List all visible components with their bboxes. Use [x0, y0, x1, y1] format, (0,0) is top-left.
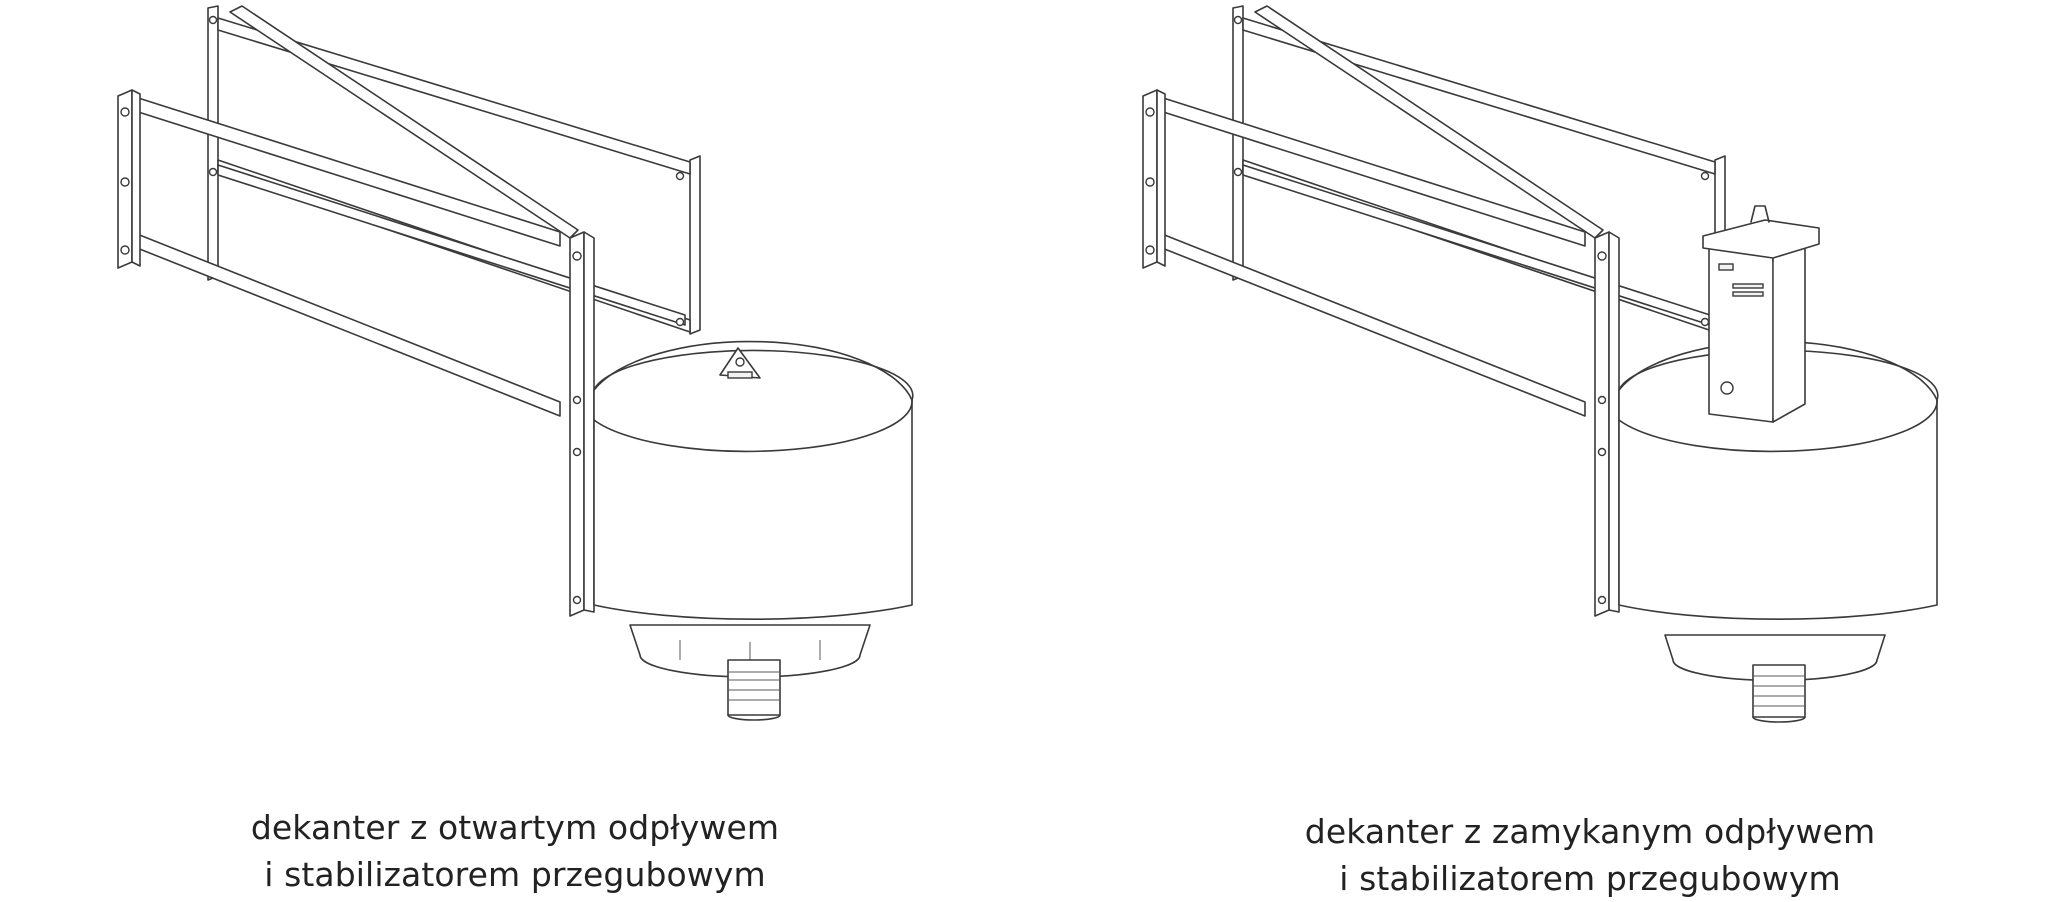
decanter-closable-outflow-svg	[1142, 5, 1939, 723]
bracket-hole	[120, 107, 130, 117]
bracket-hole	[1233, 15, 1243, 25]
figure-caption-closable-outflow: dekanter z zamykanym odpływem i stabiliz…	[1210, 808, 1970, 902]
right-vertical-arm	[1594, 231, 1610, 617]
caption-line-1: dekanter z otwartym odpływem	[250, 808, 780, 847]
upper-rail	[217, 17, 691, 175]
left-vertical-bracket-side	[1156, 89, 1166, 267]
cabinet-label	[1732, 291, 1764, 297]
upper-rail	[1242, 17, 1716, 175]
bracket-hole	[1233, 167, 1243, 177]
decanter-open-outflow-svg	[117, 5, 914, 721]
front-arm-upper	[1156, 95, 1586, 247]
outlet-pipe	[727, 659, 781, 716]
bracket-hole	[1145, 245, 1155, 255]
cabinet-handle	[1750, 205, 1770, 223]
bracket-hole	[675, 171, 685, 181]
bracket-hole	[120, 245, 130, 255]
bracket-hole	[1700, 317, 1710, 327]
right-vertical-arm-side	[583, 231, 595, 613]
bracket-hole	[120, 177, 130, 187]
diagonal-strut	[1254, 5, 1604, 239]
bracket-hole	[1145, 177, 1155, 187]
arm-hole	[572, 395, 582, 405]
arm-hole	[1597, 447, 1607, 457]
bracket-hole	[1145, 107, 1155, 117]
cylinder-top-rim	[1618, 399, 1938, 453]
control-cabinet-side	[1772, 239, 1806, 423]
decanter-closable-outflow-drawing	[1125, 0, 2005, 760]
arm-hole	[572, 447, 582, 457]
decanter-cylinder	[1618, 349, 1939, 620]
control-cabinet-roof	[1702, 219, 1820, 259]
right-vertical-arm-side	[1608, 231, 1620, 613]
arm-hole	[1597, 595, 1607, 605]
back-frame-plate	[207, 5, 219, 281]
lid-label	[727, 371, 753, 379]
bracket-hole	[208, 167, 218, 177]
back-frame-plate	[1232, 5, 1244, 281]
caption-line-2: i stabilizatorem przegubowym	[264, 855, 766, 894]
cylinder-top-rim	[593, 399, 913, 453]
left-vertical-bracket-side	[131, 89, 141, 267]
outlet-pipe	[1752, 664, 1806, 718]
mid-rail	[217, 164, 686, 326]
figure-caption-open-outflow: dekanter z otwartym odpływem i stabiliza…	[135, 804, 895, 898]
bracket-hole	[675, 317, 685, 327]
back-frame-plate-right	[689, 155, 701, 335]
arm-hole	[572, 251, 582, 261]
decanter-cylinder	[593, 349, 914, 620]
caption-line-1: dekanter z zamykanym odpływem	[1304, 812, 1876, 851]
bracket-hole	[208, 15, 218, 25]
cylinder-top-edge	[593, 340, 913, 401]
cabinet-label	[1732, 283, 1764, 289]
arm-hole	[1597, 251, 1607, 261]
lid-handle-hole	[735, 357, 745, 367]
front-arm-upper	[131, 95, 561, 247]
arm-hole	[1597, 395, 1607, 405]
bracket-hole	[1700, 171, 1710, 181]
right-vertical-arm	[569, 231, 585, 617]
cabinet-connector	[1720, 381, 1734, 395]
arm-hole	[572, 595, 582, 605]
diagonal-strut	[229, 5, 579, 239]
decanter-open-outflow-drawing	[100, 0, 980, 760]
cabinet-label	[1718, 263, 1734, 271]
caption-line-2: i stabilizatorem przegubowym	[1339, 859, 1841, 898]
control-cabinet-front	[1708, 247, 1774, 423]
